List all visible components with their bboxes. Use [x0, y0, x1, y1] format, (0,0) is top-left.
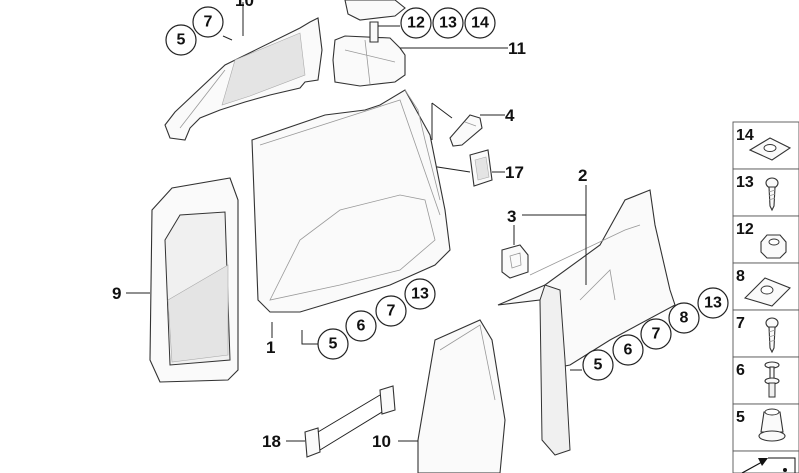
part-4-hook[interactable] — [449, 114, 483, 147]
hex-nut-icon — [760, 234, 787, 259]
svg-text:12: 12 — [407, 15, 425, 32]
svg-text:13: 13 — [736, 174, 754, 191]
callout-3: 3 — [507, 207, 516, 226]
clip-nut-icon — [748, 137, 792, 161]
circled-callout: 13 — [697, 287, 729, 319]
part-18-strap[interactable] — [304, 385, 396, 458]
plastic-nut-icon — [758, 408, 786, 442]
svg-text:14: 14 — [736, 127, 754, 144]
legend-item-7[interactable]: 7 — [732, 309, 799, 358]
part-10-upper-trim[interactable] — [164, 17, 323, 141]
part-3-clip[interactable] — [501, 244, 529, 279]
leader-left-group — [301, 330, 318, 345]
svg-text:13: 13 — [439, 15, 457, 32]
leader-4-dashes — [431, 102, 453, 140]
callout-10-bottom: 10 — [372, 432, 391, 451]
part-17-bracket[interactable] — [469, 149, 493, 187]
svg-text:5: 5 — [594, 357, 603, 374]
legend-item-5[interactable]: 5 — [732, 403, 799, 452]
callout-18: 18 — [262, 432, 281, 451]
svg-text:5: 5 — [177, 32, 186, 49]
legend-item-12[interactable]: 12 — [732, 215, 799, 264]
callout-10-top: 10 — [235, 0, 254, 10]
callout-1: 1 — [266, 338, 275, 357]
circled-callout: 13 — [432, 7, 464, 39]
circled-callout: 5 — [165, 24, 197, 56]
circled-callout: 7 — [640, 318, 672, 350]
callout-11: 11 — [508, 39, 526, 58]
svg-text:12: 12 — [736, 221, 754, 238]
part-11-bracket[interactable] — [332, 21, 406, 87]
screw-icon — [765, 177, 779, 212]
screw-icon — [765, 317, 779, 354]
leader-group-top-left — [222, 35, 233, 41]
callout-4: 4 — [505, 106, 515, 125]
part-9-panel[interactable] — [149, 177, 239, 383]
circled-callout: 13 — [404, 278, 436, 310]
circled-callout: 7 — [375, 295, 407, 327]
legend-item-6[interactable]: 6 — [732, 356, 799, 405]
svg-text:6: 6 — [736, 362, 745, 379]
circled-callout: 6 — [345, 310, 377, 342]
part-1-side-panel[interactable] — [251, 89, 451, 313]
svg-text:6: 6 — [624, 342, 633, 359]
svg-text:7: 7 — [736, 315, 745, 332]
circled-callout: 14 — [464, 7, 496, 39]
svg-text:6: 6 — [357, 318, 366, 335]
circled-callout: 5 — [317, 328, 349, 360]
circle-group-left-panel: 5 6 7 13 — [317, 278, 436, 360]
spring-clip-icon — [743, 277, 791, 307]
legend-item-8[interactable]: 8 — [732, 262, 799, 311]
circle-group-top-left: 5 7 — [165, 6, 224, 56]
circled-callout: 12 — [400, 7, 432, 39]
part-10-lower-trim[interactable] — [417, 319, 506, 473]
callout-2: 2 — [578, 166, 587, 185]
svg-text:7: 7 — [387, 303, 396, 320]
circled-callout: 7 — [192, 6, 224, 38]
svg-text:5: 5 — [736, 409, 745, 426]
svg-text:8: 8 — [680, 310, 689, 327]
legend-corner — [732, 450, 799, 473]
part-top-partial — [344, 0, 406, 21]
svg-text:13: 13 — [411, 286, 429, 303]
svg-text:7: 7 — [652, 326, 661, 343]
legend-item-13[interactable]: 13 — [732, 168, 799, 217]
svg-text:13: 13 — [704, 295, 722, 312]
callout-17: 17 — [505, 163, 524, 182]
callout-9: 9 — [112, 284, 121, 303]
circled-callout: 5 — [582, 349, 614, 381]
circle-group-right-panel: 5 6 7 8 13 — [582, 287, 729, 381]
svg-text:7: 7 — [204, 14, 213, 31]
circled-callout: 6 — [612, 334, 644, 366]
arrow-icon — [741, 457, 796, 473]
svg-text:5: 5 — [329, 336, 338, 353]
svg-text:14: 14 — [471, 15, 489, 32]
legend-item-14[interactable]: 14 — [732, 121, 799, 170]
circle-group-top-center: 12 13 14 — [400, 7, 496, 39]
svg-text:8: 8 — [736, 268, 745, 285]
fastener-legend: 14 13 12 8 — [732, 121, 799, 473]
circled-callout: 8 — [668, 302, 700, 334]
expanding-rivet-icon — [764, 361, 780, 398]
